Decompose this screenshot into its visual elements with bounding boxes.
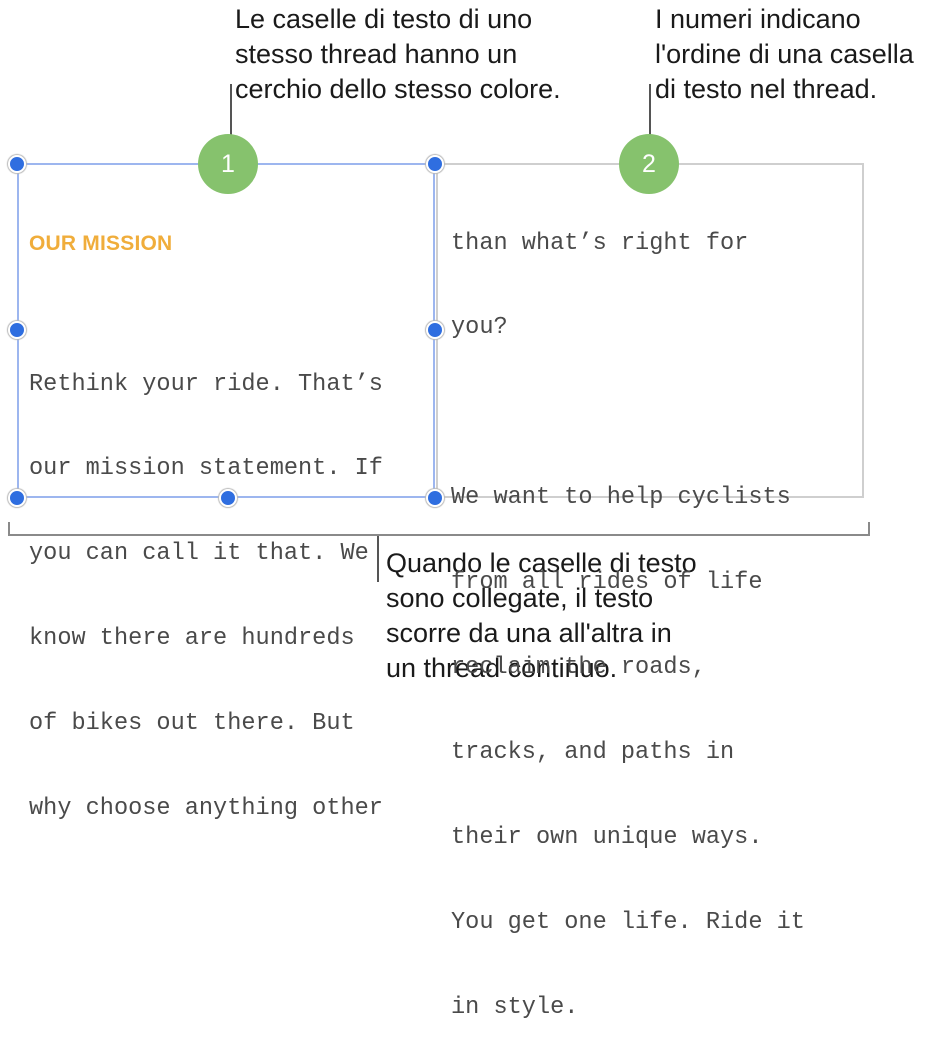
text-box-2-body: than what’s right for you? We want to he… — [451, 173, 805, 1050]
callout-line: sono collegate, il testo — [386, 583, 654, 613]
text-line: We want to help cyclists — [451, 484, 791, 512]
text-line: in style. — [451, 993, 579, 1021]
text-line: their own unique ways. — [451, 823, 763, 851]
text-line: Rethink your ride. That’s — [29, 370, 383, 398]
thread-badge-1: 1 — [198, 134, 258, 194]
text-line: reclaim the roads, — [451, 654, 706, 682]
text-box-1-body: Rethink your ride. That’s our mission st… — [29, 314, 383, 852]
callout-line: l'ordine di una casella — [655, 39, 914, 69]
callout-order-numbers: I numeri indicano l'ordine di una casell… — [655, 2, 914, 107]
callout-line: un thread continuo. — [386, 653, 618, 683]
resize-handle-middle-right[interactable] — [426, 321, 444, 339]
bracket-left-tick — [8, 522, 10, 536]
resize-handle-top-right[interactable] — [426, 155, 444, 173]
text-line: from all rides of life — [451, 569, 763, 597]
callout-line: I numeri indicano — [655, 4, 861, 34]
leader-line-3 — [377, 536, 379, 582]
resize-handle-bottom-right[interactable] — [426, 489, 444, 507]
resize-handle-bottom-center[interactable] — [219, 489, 237, 507]
text-line: you? — [451, 314, 508, 342]
text-line: tracks, and paths in — [451, 738, 735, 766]
callout-linked-flow: Quando le caselle di testo sono collegat… — [386, 546, 697, 686]
callout-line: Quando le caselle di testo — [386, 548, 697, 578]
thread-badge-2: 2 — [619, 134, 679, 194]
mission-heading: OUR MISSION — [29, 232, 173, 255]
leader-line-2 — [649, 84, 651, 136]
resize-handle-middle-left[interactable] — [8, 321, 26, 339]
callout-line: di testo nel thread. — [655, 74, 878, 104]
text-line: than what’s right for — [451, 229, 749, 257]
text-line: our mission statement. If — [29, 455, 383, 483]
callout-line: stesso thread hanno un — [235, 39, 518, 69]
text-line: know there are hundreds — [29, 625, 355, 653]
text-line: You get one life. Ride it — [451, 908, 805, 936]
text-line: why choose anything other — [29, 795, 383, 823]
callout-thread-color: Le caselle di testo di uno stesso thread… — [235, 2, 561, 107]
text-line: of bikes out there. But — [29, 710, 355, 738]
text-line: you can call it that. We — [29, 540, 369, 568]
resize-handle-top-left[interactable] — [8, 155, 26, 173]
bracket-horizontal — [8, 534, 870, 536]
bracket-right-tick — [868, 522, 870, 536]
leader-line-1 — [230, 84, 232, 136]
resize-handle-bottom-left[interactable] — [8, 489, 26, 507]
callout-line: scorre da una all'altra in — [386, 618, 672, 648]
text-line — [451, 399, 805, 427]
callout-line: cerchio dello stesso colore. — [235, 74, 561, 104]
callout-line: Le caselle di testo di uno — [235, 4, 533, 34]
